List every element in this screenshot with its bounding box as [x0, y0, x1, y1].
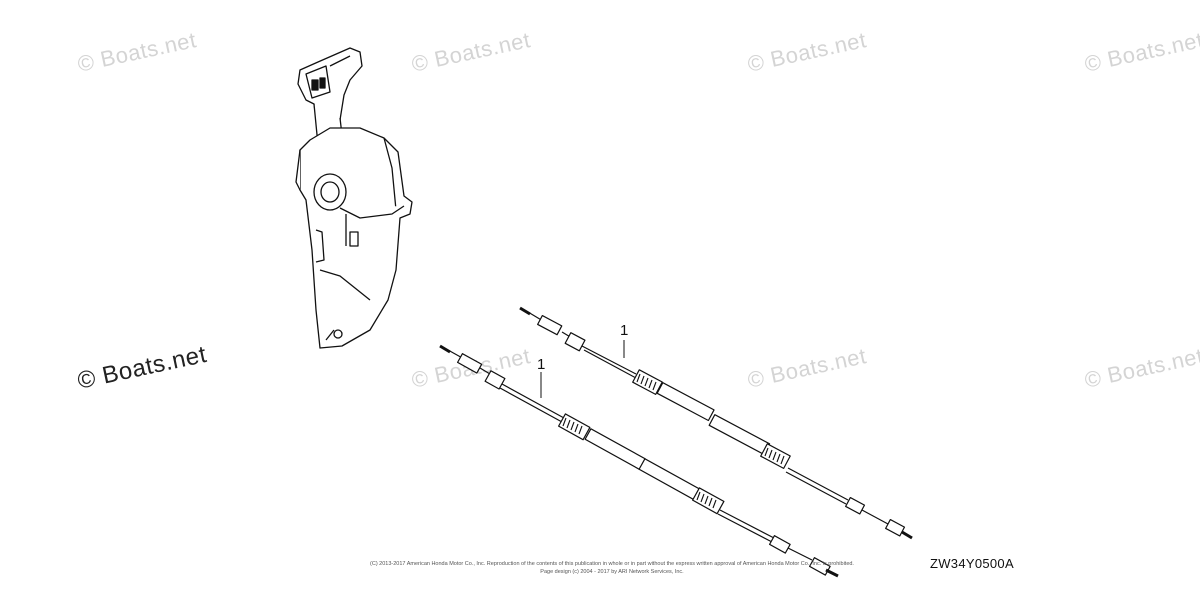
callout-label-upper-cable: 1 — [620, 322, 629, 339]
callout-label-lower-cable: 1 — [537, 356, 546, 373]
copyright-line-2: Page design (c) 2004 - 2017 by ARI Netwo… — [540, 569, 684, 575]
cable-ridges — [562, 373, 785, 509]
control-cable-lower — [439, 344, 839, 578]
copyright-notice: (C) 2013-2017 American Honda Motor Co., … — [332, 560, 892, 576]
control-cable-upper — [519, 306, 913, 540]
callout-leaders — [540, 340, 625, 398]
remote-control-box — [295, 47, 413, 349]
copyright-line-1: (C) 2013-2017 American Honda Motor Co., … — [370, 561, 854, 567]
diagram-code: ZW34Y0500A — [930, 556, 1014, 571]
